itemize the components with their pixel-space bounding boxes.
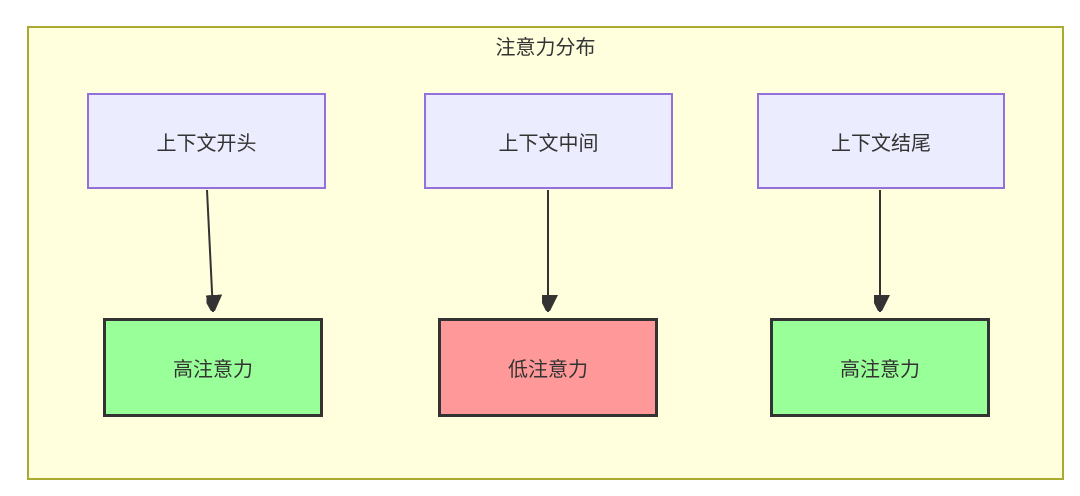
- cluster-title: 注意力分布: [495, 37, 596, 59]
- node-context-end-label: 上下文结尾: [831, 132, 931, 155]
- node-low-attention: 低注意力: [438, 318, 658, 417]
- node-low-attention-label: 低注意力: [508, 359, 588, 381]
- node-high-attention-right-label: 高注意力: [840, 359, 920, 381]
- node-context-beginning-label: 上下文开头: [156, 132, 257, 155]
- node-high-attention-left-label: 高注意力: [173, 359, 253, 381]
- node-context-middle: 上下文中间: [424, 93, 673, 189]
- node-high-attention-right: 高注意力: [770, 318, 990, 417]
- node-high-attention-left: 高注意力: [103, 318, 323, 417]
- node-context-middle-label: 上下文中间: [498, 132, 599, 155]
- node-context-end: 上下文结尾: [757, 93, 1005, 189]
- node-context-beginning: 上下文开头: [87, 93, 326, 189]
